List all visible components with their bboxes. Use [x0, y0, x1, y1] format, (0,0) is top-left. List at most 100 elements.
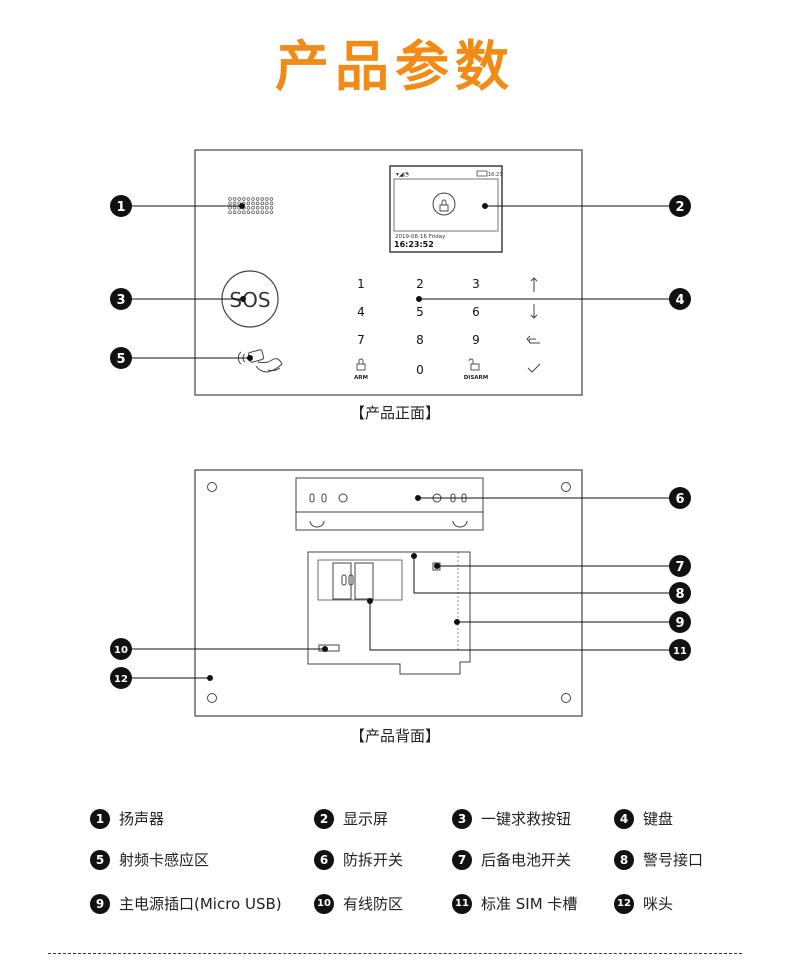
screw-hole	[207, 482, 217, 492]
up-arrow-icon[interactable]	[530, 277, 538, 292]
key-7[interactable]: 7	[357, 333, 365, 347]
display-screen: ▾◢◔ 16:23 2019-08-16 Friday 16:23:52	[389, 165, 503, 253]
callout-5: 5	[110, 347, 132, 369]
speaker-hole	[260, 206, 264, 210]
screen-status-time: 16:23	[488, 172, 502, 178]
speaker-hole	[246, 206, 251, 210]
speaker-hole	[265, 206, 269, 210]
sim-slot	[332, 562, 352, 600]
disarm-label: DISARM	[464, 375, 489, 381]
key-8[interactable]: 8	[416, 333, 424, 347]
speaker-hole	[260, 210, 264, 214]
down-arrow-icon[interactable]	[530, 304, 538, 319]
key-2[interactable]: 2	[416, 277, 424, 291]
back-icon[interactable]	[526, 335, 540, 344]
speaker-hole	[255, 197, 260, 201]
speaker-hole	[228, 201, 232, 206]
unlock-icon	[470, 363, 480, 371]
speaker-hole	[232, 197, 237, 201]
callout-11: 11	[669, 639, 691, 661]
key-4[interactable]: 4	[357, 305, 365, 319]
speaker-hole	[251, 197, 255, 201]
back-caption: 【产品背面】	[349, 727, 440, 745]
screw-hole	[207, 693, 217, 703]
key-6[interactable]: 6	[472, 305, 480, 319]
callout-1: 1	[110, 195, 132, 217]
page-title: 产品参数	[275, 35, 515, 98]
front-caption: 【产品正面】	[349, 404, 440, 422]
key-0[interactable]: 0	[416, 363, 424, 377]
speaker-hole	[237, 197, 241, 201]
battery-icon	[476, 170, 488, 177]
speaker-hole	[265, 210, 269, 214]
confirm-check-icon[interactable]	[527, 363, 541, 373]
svg-text:11: 11	[673, 646, 687, 657]
arm-key[interactable]: ARM	[354, 358, 368, 381]
front-panel: ▾◢◔ 16:23 2019-08-16 Friday 16:23:52 SOS…	[194, 149, 583, 396]
callout-4: 4	[669, 288, 691, 310]
callout-3: 3	[110, 288, 132, 310]
callout-lines	[121, 203, 680, 681]
speaker-hole	[232, 201, 237, 206]
sos-button[interactable]: SOS	[221, 270, 279, 328]
callout-8: 8	[669, 582, 691, 604]
svg-text:4: 4	[675, 293, 684, 308]
svg-text:2: 2	[675, 200, 684, 215]
svg-text:10: 10	[114, 645, 128, 656]
speaker-hole	[246, 197, 251, 201]
speaker-hole	[242, 197, 246, 201]
wired-zone-terminal	[318, 644, 340, 652]
speaker-hole	[255, 210, 260, 214]
callout-7: 7	[669, 555, 691, 577]
speaker-hole	[246, 210, 251, 214]
svg-text:3: 3	[116, 293, 125, 308]
arm-label: ARM	[354, 375, 368, 381]
speaker-hole	[251, 201, 255, 206]
speaker-hole	[265, 201, 269, 206]
tamper-bracket	[295, 477, 484, 531]
callout-9: 9	[669, 611, 691, 633]
speaker-hole	[269, 197, 274, 201]
key-5[interactable]: 5	[416, 305, 424, 319]
screw-hole	[561, 693, 571, 703]
key-3[interactable]: 3	[472, 277, 480, 291]
svg-text:12: 12	[114, 674, 128, 685]
disarm-key[interactable]: DISARM	[464, 358, 489, 381]
key-1[interactable]: 1	[357, 277, 365, 291]
speaker-hole	[237, 210, 241, 214]
keypad: 1 2 3 4 5 6 7 8 9 0	[357, 277, 480, 377]
callout-12: 12	[110, 667, 132, 689]
screw-hole	[561, 482, 571, 492]
svg-text:1: 1	[116, 200, 125, 215]
speaker-hole	[228, 210, 232, 214]
speaker-hole	[255, 206, 260, 210]
screen-date: 2019-08-16 Friday	[395, 234, 446, 240]
screen-time: 16:23:52	[394, 240, 434, 249]
svg-text:8: 8	[675, 587, 684, 602]
speaker-hole	[265, 197, 269, 201]
lock-logo-icon	[432, 192, 456, 216]
divider-dashed	[48, 953, 742, 954]
svg-text:9: 9	[675, 616, 684, 631]
speaker-hole	[228, 197, 232, 201]
speaker-hole	[251, 210, 255, 214]
speaker-hole	[269, 210, 274, 214]
svg-text:5: 5	[116, 352, 125, 367]
speaker-hole	[246, 201, 251, 206]
key-9[interactable]: 9	[472, 333, 480, 347]
callout-badges: 1 2 3 4 5 6 7 8 9 11 10 12	[110, 195, 691, 689]
sos-label: SOS	[229, 288, 270, 312]
speaker-hole	[260, 197, 264, 201]
callout-10: 10	[110, 638, 132, 660]
